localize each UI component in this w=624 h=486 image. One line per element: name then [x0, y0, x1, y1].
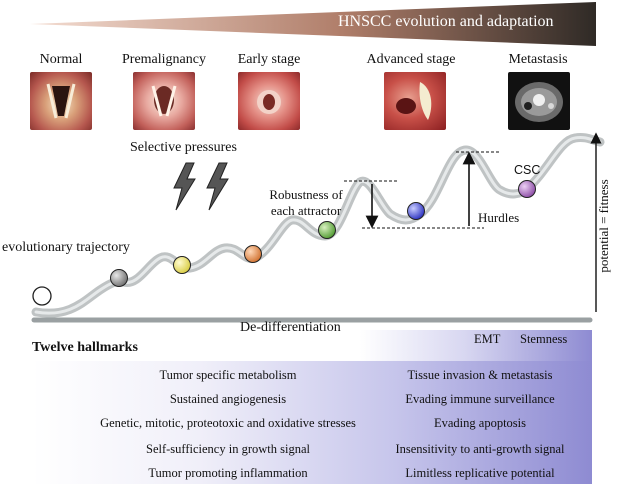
stage-label-premalignancy: Premalignancy: [122, 52, 206, 67]
robustness-label: Robustness of each attractor: [266, 187, 346, 219]
hallmark-right-2: Evading immune surveillance: [405, 392, 555, 406]
state-ball-orange: [244, 245, 262, 263]
hallmarks-title: Twelve hallmarks: [32, 340, 138, 355]
hallmark-left-4: Self-sufficiency in growth signal: [146, 442, 310, 456]
banner-title: HNSCC evolution and adaptation: [338, 13, 554, 30]
evolutionary-trajectory-label: evolutionary trajectory: [2, 240, 130, 255]
evolution-banner: [30, 2, 596, 46]
stage-label-advanced-stage: Advanced stage: [366, 52, 456, 67]
photo-early-stage-larynx: [238, 72, 300, 130]
stage-label-normal: Normal: [39, 52, 83, 67]
hallmarks-header-band: [360, 330, 592, 361]
hallmark-left-5: Tumor promoting inflammation: [148, 466, 308, 480]
stage-label-metastasis: Metastasis: [508, 52, 568, 67]
state-ball-normal: [32, 286, 52, 306]
state-ball-gray: [110, 269, 128, 287]
state-ball-blue: [407, 202, 425, 220]
stage-label-early-stage: Early stage: [237, 52, 301, 67]
hallmark-left-3: Genetic, mitotic, proteotoxic and oxidat…: [100, 416, 356, 430]
lightning-bolt-icon: [173, 162, 196, 211]
state-ball-csc: [518, 180, 536, 198]
hallmark-left-1: Tumor specific metabolism: [159, 368, 297, 382]
csc-label: CSC: [514, 163, 541, 177]
hallmark-left-2: Sustained angiogenesis: [169, 392, 287, 406]
potential-fitness-label: potential = fitness: [596, 179, 611, 273]
state-ball-green: [318, 221, 336, 239]
robustness-label-line2: each attractor: [270, 203, 342, 218]
hurdles-label: Hurdles: [478, 210, 520, 225]
hallmark-right-3: Evading apoptosis: [433, 416, 526, 430]
fitness-landscape: [31, 132, 605, 323]
selective-pressures-label: Selective pressures: [130, 140, 237, 155]
lightning-bolt-icon: [206, 162, 229, 211]
robustness-label-line1: Robustness of: [269, 187, 343, 202]
photo-advanced-stage-larynx: [384, 72, 446, 130]
emt-label: EMT: [474, 332, 501, 346]
hallmark-right-4: Insensitivity to anti-growth signal: [395, 442, 565, 456]
state-ball-yellow: [173, 256, 191, 274]
photo-normal-larynx: [30, 72, 92, 130]
photo-metastasis-ct-scan: [508, 72, 570, 130]
hallmark-right-5: Limitless replicative potential: [405, 466, 555, 480]
hallmarks-gradient-box: [32, 361, 592, 484]
hallmark-right-1: Tissue invasion & metastasis: [407, 368, 553, 382]
photo-premalignancy-larynx: [133, 72, 195, 130]
dedifferentiation-label: De-differentiation: [240, 320, 341, 335]
hallmarks-panel: [0, 328, 624, 486]
stemness-label: Stemness: [520, 332, 568, 346]
